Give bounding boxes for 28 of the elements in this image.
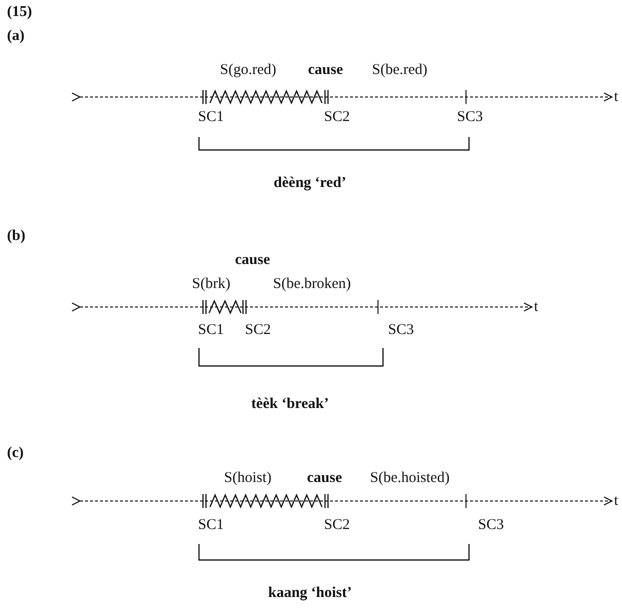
gloss-text: kaang ‘hoist’ <box>268 584 352 602</box>
state-label: S(go.red) <box>220 61 276 79</box>
example-number: (15) <box>7 3 32 21</box>
panel-letter: (b) <box>7 227 26 245</box>
axis-label: t <box>614 88 618 106</box>
stage-label: SC2 <box>245 321 271 339</box>
state-label: S(be.broken) <box>273 275 351 293</box>
stage-label: SC2 <box>324 108 350 126</box>
state-label: S(hoist) <box>224 469 272 487</box>
gloss-text: dèèng ‘red’ <box>274 174 346 192</box>
state-label: S(be.red) <box>372 61 428 79</box>
state-label: S(be.hoisted) <box>370 469 450 487</box>
relation-label: cause <box>308 61 343 79</box>
gloss-text: tèèk ‘break’ <box>251 395 329 413</box>
stage-label: SC3 <box>388 321 414 339</box>
stage-label: SC3 <box>478 516 504 534</box>
stage-label: SC1 <box>198 108 224 126</box>
stage-label: SC2 <box>324 516 350 534</box>
panel-letter: (a) <box>7 27 24 45</box>
relation-label: cause <box>235 251 270 269</box>
state-label: S(brk) <box>192 275 230 293</box>
axis-label: t <box>534 298 538 316</box>
stage-label: SC3 <box>457 108 483 126</box>
relation-label: cause <box>307 469 342 487</box>
stage-label: SC1 <box>198 321 224 339</box>
axis-label: t <box>614 492 618 510</box>
stage-label: SC1 <box>198 516 224 534</box>
panel-letter: (c) <box>7 444 24 462</box>
